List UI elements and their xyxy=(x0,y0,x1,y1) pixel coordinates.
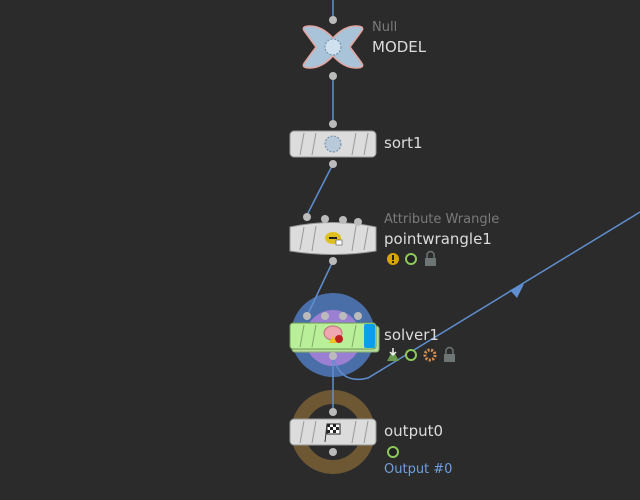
wire-solver-out[interactable] xyxy=(332,211,640,380)
node-name-label[interactable]: MODEL xyxy=(372,38,427,56)
output-index-label: Output #0 xyxy=(384,462,453,477)
lock-icon[interactable] xyxy=(444,346,455,362)
lock-icon[interactable] xyxy=(425,250,436,266)
input-connector[interactable] xyxy=(321,312,329,320)
node-model[interactable] xyxy=(302,25,364,69)
input-connector[interactable] xyxy=(321,215,329,223)
gear-icon xyxy=(324,135,342,153)
node-pointwrangle1[interactable] xyxy=(289,222,377,255)
time-dependent-icon xyxy=(387,446,399,458)
bypass-gear-icon[interactable] xyxy=(423,348,437,362)
output-connector[interactable] xyxy=(329,257,337,265)
input-connector[interactable] xyxy=(354,312,362,320)
input-connector[interactable] xyxy=(303,312,311,320)
node-sort1[interactable] xyxy=(289,130,377,158)
output-connector[interactable] xyxy=(329,352,337,360)
output-connector[interactable] xyxy=(329,448,337,456)
display-flag[interactable] xyxy=(364,324,375,348)
node-output0[interactable] xyxy=(289,418,377,446)
node-name-label[interactable]: sort1 xyxy=(384,134,423,152)
node-name-label[interactable]: output0 xyxy=(384,422,444,440)
wire-sort-wrangle[interactable] xyxy=(306,163,334,216)
wire-wrangle-solver[interactable] xyxy=(306,260,334,317)
node-name-label[interactable]: pointwrangle1 xyxy=(384,230,492,248)
input-connector[interactable] xyxy=(303,213,311,221)
input-connector[interactable] xyxy=(329,16,337,24)
brain-icon xyxy=(323,325,343,343)
checkered-flag-icon xyxy=(324,423,341,443)
time-dependent-icon xyxy=(405,349,417,361)
wrangler-icon xyxy=(325,232,343,246)
node-solver1[interactable] xyxy=(289,322,380,353)
time-dependent-icon xyxy=(405,253,417,265)
node-type-label: Attribute Wrangle xyxy=(384,212,500,227)
input-connector[interactable] xyxy=(354,218,362,226)
input-connector[interactable] xyxy=(329,120,337,128)
input-connector[interactable] xyxy=(339,216,347,224)
node-type-label: Null xyxy=(372,20,398,35)
output-connector[interactable] xyxy=(329,160,337,168)
input-connector[interactable] xyxy=(329,408,337,416)
output-connector[interactable] xyxy=(329,72,337,80)
input-connector[interactable] xyxy=(339,312,347,320)
wire-direction-arrow-icon xyxy=(510,284,524,298)
dive-icon[interactable] xyxy=(387,348,399,361)
node-name-label[interactable]: solver1 xyxy=(384,326,439,344)
null-cross-icon xyxy=(324,38,342,56)
